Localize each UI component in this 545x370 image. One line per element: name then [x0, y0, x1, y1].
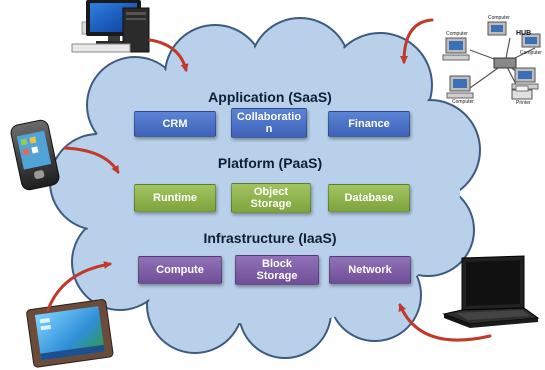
saas-finance-label: Finance	[348, 118, 390, 130]
iaas-block-storage-tile: Block Storage	[235, 255, 319, 285]
laptop-icon	[442, 255, 540, 328]
network-computer-label: Computer	[446, 31, 468, 37]
network-computer-label: Computer	[452, 99, 474, 105]
paas-layer-title: Platform (PaaS)	[217, 155, 323, 171]
desktop-computer-icon	[71, 0, 150, 53]
iaas-network-label: Network	[348, 264, 392, 276]
smartphone-icon	[10, 119, 60, 191]
saas-collaboration-tile: Collaboratio n	[231, 108, 307, 138]
saas-layer-title: Application (SaaS)	[208, 89, 332, 105]
arrow-phone	[63, 146, 120, 174]
network-computer-label: Computer	[488, 15, 510, 21]
iaas-block-storage-label: Block Storage	[256, 258, 298, 282]
network-computer-label: Computer	[520, 50, 542, 56]
saas-crm-tile: CRM	[134, 111, 216, 137]
paas-database-tile: Database	[328, 184, 410, 212]
arrow-network	[400, 18, 434, 64]
paas-runtime-tile: Runtime	[134, 184, 216, 212]
tablet-icon	[26, 299, 114, 368]
iaas-layer-title: Infrastructure (IaaS)	[203, 230, 337, 246]
iaas-compute-tile: Compute	[138, 256, 222, 284]
saas-crm-label: CRM	[162, 118, 188, 130]
arrow-tablet	[46, 261, 112, 312]
network-printer-label: Printer	[516, 100, 531, 106]
paas-runtime-label: Runtime	[153, 192, 197, 204]
saas-collaboration-label: Collaboratio n	[236, 111, 302, 135]
iaas-compute-label: Compute	[156, 264, 204, 276]
iaas-network-tile: Network	[329, 256, 411, 284]
paas-object-storage-label: Object Storage	[250, 186, 292, 210]
arrow-laptop	[398, 303, 492, 342]
paas-object-storage-tile: Object Storage	[231, 183, 311, 213]
arrow-desktop	[148, 38, 189, 72]
paas-database-label: Database	[344, 192, 394, 204]
saas-finance-tile: Finance	[328, 111, 410, 137]
hub-label: HUB	[516, 30, 532, 37]
connection-arrows	[46, 18, 492, 342]
office-network-icon	[442, 21, 541, 100]
